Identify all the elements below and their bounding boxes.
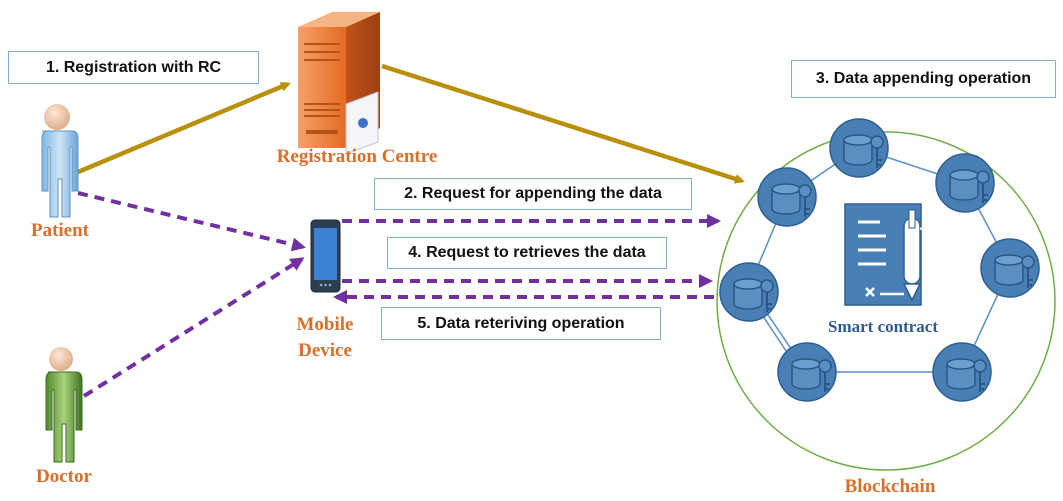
registration-centre-label: Registration Centre (276, 146, 438, 167)
mobile-device-label-line2: Device (298, 340, 352, 361)
doctor-to-mobile-arrow (82, 257, 305, 398)
data-append-arrow (381, 63, 745, 184)
doctor-label: Doctor (36, 466, 92, 487)
server-icon (298, 12, 380, 155)
database-key-icon (935, 153, 995, 213)
registration-arrow (77, 81, 291, 175)
database-key-icon (757, 167, 817, 227)
database-key-icon (829, 118, 889, 178)
contract-document-icon (844, 203, 928, 306)
person-icon (41, 104, 79, 218)
step3-label: 3. Data appending operation (791, 60, 1056, 98)
blockchain-ring (716, 131, 1056, 471)
database-key-icon (719, 262, 779, 322)
patient-to-mobile-arrow (77, 191, 306, 252)
smart-contract-label: Smart contract (828, 317, 938, 336)
smartphone-icon (310, 219, 341, 293)
person-icon (45, 347, 83, 463)
step4-label: 4. Request to retrieves the data (387, 237, 667, 269)
database-key-icon (932, 342, 992, 402)
database-key-icon (777, 342, 837, 402)
mobile-device-label-line1: Mobile (296, 314, 354, 335)
step1-label: 1. Registration with RC (8, 51, 259, 84)
patient-label: Patient (30, 220, 90, 241)
step5-label: 5. Data reteriving operation (381, 307, 661, 340)
database-key-icon (980, 238, 1040, 298)
blockchain-label: Blockchain (844, 476, 936, 497)
step2-label: 2. Request for appending the data (374, 178, 692, 210)
